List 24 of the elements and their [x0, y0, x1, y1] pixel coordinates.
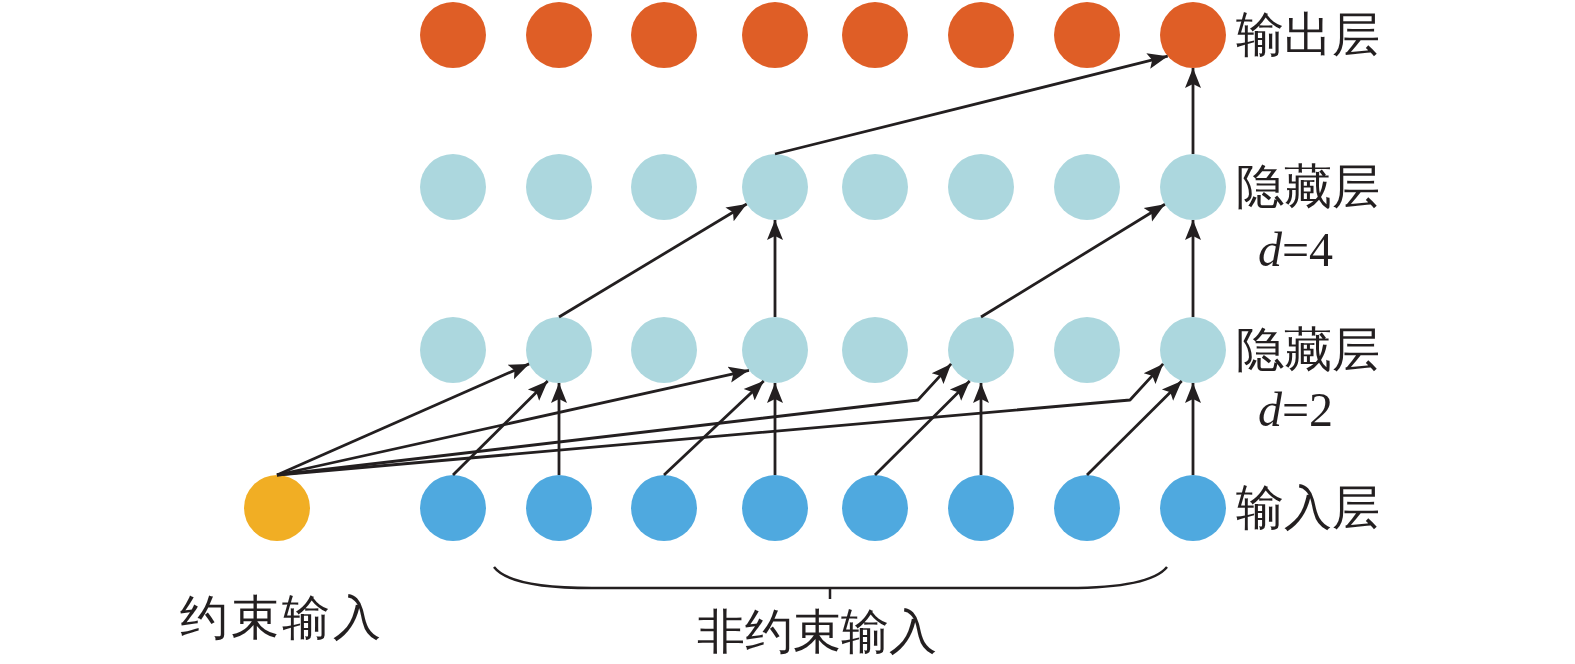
layer-label: 隐藏层 — [1236, 326, 1380, 374]
arrow — [1086, 380, 1183, 476]
layer-label: 隐藏层 — [1236, 163, 1380, 211]
arrow — [767, 220, 783, 317]
arrow — [767, 383, 783, 475]
arrow — [1185, 383, 1201, 475]
layer-label: 输出层 — [1236, 11, 1380, 59]
arrow — [973, 383, 989, 475]
arrow — [452, 380, 549, 476]
arrow — [980, 203, 1166, 319]
arrow — [276, 366, 750, 477]
unconstrained-input-label: 非约束输入 — [697, 608, 937, 656]
arrow — [1185, 220, 1201, 317]
arrow — [774, 53, 1169, 156]
arrow — [874, 380, 971, 476]
arrow — [663, 379, 765, 477]
arrow — [551, 383, 567, 475]
arrow — [1185, 68, 1201, 154]
arrow — [558, 202, 748, 319]
constraint-input-label: 约束输入 — [180, 594, 384, 642]
dilation-label: d=2 — [1258, 386, 1334, 434]
arrow — [276, 362, 1165, 477]
dilation-label: d=4 — [1258, 226, 1334, 274]
layer-label: 输入层 — [1236, 484, 1380, 532]
